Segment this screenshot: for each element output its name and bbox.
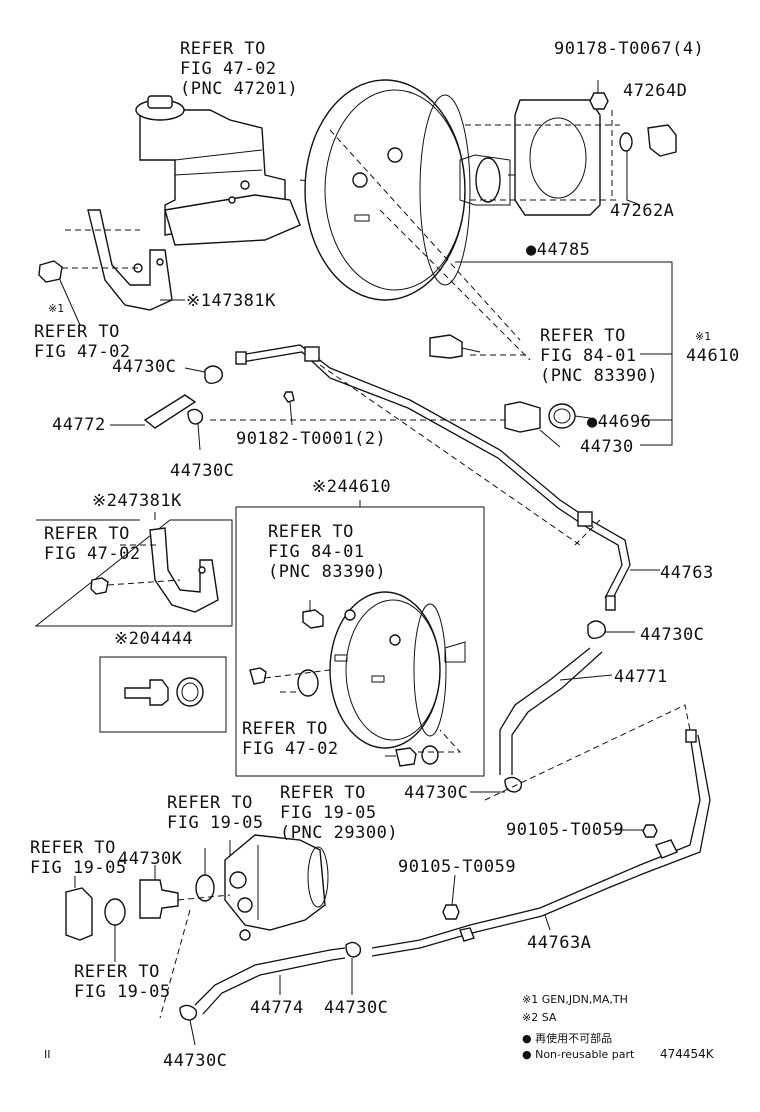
clip-44730c-a	[184, 365, 224, 385]
label-90105-a: 90105-T0059	[506, 820, 624, 840]
legend-nonreusable-en: ● Non-reusable part	[522, 1048, 635, 1061]
vacuum-pump	[195, 834, 329, 941]
label-44610-2: ※244610	[312, 477, 391, 497]
bracket-47381k-top	[38, 209, 185, 326]
refer-line-2: FIG 19-05	[280, 803, 377, 823]
footer-left-mark: II	[44, 1048, 51, 1061]
label-44774: 44774	[250, 998, 304, 1018]
hose-44763	[235, 344, 660, 611]
refer-fig8401-box: REFER TO FIG 84-01 (PNC 83390)	[268, 522, 386, 582]
label-44730k: 44730K	[118, 849, 183, 869]
refer-line-2: FIG 84-01	[268, 542, 365, 562]
label-04444: ※204444	[114, 629, 193, 649]
refer-fig4702-top: REFER TO FIG 47-02 (PNC 47201)	[180, 39, 298, 99]
label-47264d: 47264D	[623, 81, 687, 101]
refer-line-1: REFER TO	[540, 326, 626, 346]
refer-line-3: (PNC 47201)	[180, 79, 298, 99]
refer-line-1: REFER TO	[34, 322, 120, 342]
refer-fig4702-left: REFER TO FIG 47-02	[34, 322, 131, 362]
label-44696: ●44696	[587, 412, 651, 432]
label-44730c-b: 44730C	[170, 461, 234, 481]
hose-44772	[110, 391, 505, 451]
refer-fig4702-box: REFER TO FIG 47-02	[44, 524, 141, 564]
label-44772: 44772	[52, 415, 106, 435]
label-44730c-e: 44730C	[324, 998, 388, 1018]
label-47262a: 47262A	[610, 201, 674, 221]
label-44730c-d: 44730C	[404, 783, 468, 803]
label-44610-1: 44610	[686, 346, 740, 366]
label-47381k-2: ※247381K	[92, 491, 182, 511]
note1-mark-left: ※1	[48, 302, 64, 315]
refer-line-2: FIG 47-02	[180, 59, 277, 79]
refer-fig1905-d: REFER TO FIG 19-05	[74, 962, 171, 1002]
refer-line-1: REFER TO	[167, 793, 253, 813]
note1-mark-right: ※1	[695, 330, 711, 343]
refer-line-3: (PNC 83390)	[268, 562, 386, 582]
refer-line-2: FIG 84-01	[540, 346, 637, 366]
cap-and-gasket	[65, 876, 126, 962]
refer-line-3: (PNC 83390)	[540, 366, 658, 386]
refer-fig8401-top: REFER TO FIG 84-01 (PNC 83390)	[540, 326, 658, 386]
label-44730: 44730	[580, 437, 634, 457]
refer-line-1: REFER TO	[44, 524, 130, 544]
hose-44774	[179, 941, 362, 1046]
brake-booster-top	[304, 79, 531, 361]
refer-line-2: FIG 19-05	[30, 858, 127, 878]
label-44730c-a: 44730C	[112, 357, 176, 377]
refer-line-3: (PNC 29300)	[280, 823, 398, 843]
legend-nonreusable-jp: ● 再使用不可部品	[522, 1031, 612, 1045]
check-valve-top	[429, 334, 591, 448]
gasket-plate	[465, 80, 677, 216]
hose-44771	[470, 620, 635, 793]
refer-line-1: REFER TO	[180, 39, 266, 59]
label-44771: 44771	[614, 667, 668, 687]
box-04444	[99, 656, 227, 733]
refer-line-2: FIG 47-02	[242, 739, 339, 759]
label-90105-b: 90105-T0059	[398, 857, 516, 877]
legend: ※1 GEN,JDN,MA,TH ※2 SA ● 再使用不可部品 ● Non-r…	[522, 993, 635, 1061]
refer-line-1: REFER TO	[242, 719, 328, 739]
refer-line-1: REFER TO	[30, 838, 116, 858]
refer-line-2: FIG 47-02	[44, 544, 141, 564]
refer-fig4702-box2: REFER TO FIG 47-02	[242, 719, 339, 759]
label-90182: 90182-T0001(2)	[236, 429, 386, 449]
label-44785: ●44785	[526, 240, 590, 260]
label-90178: 90178-T0067(4)	[554, 39, 704, 59]
refer-line-2: FIG 47-02	[34, 342, 131, 362]
label-44763a: 44763A	[527, 933, 591, 953]
label-44763: 44763	[660, 563, 714, 583]
label-44730c-f: 44730C	[163, 1051, 227, 1071]
refer-fig1905-a: REFER TO FIG 19-05	[167, 793, 264, 833]
box-44610	[235, 500, 485, 777]
refer-fig1905-c: REFER TO FIG 19-05	[30, 838, 127, 878]
refer-line-2: FIG 19-05	[74, 982, 171, 1002]
refer-line-1: REFER TO	[280, 783, 366, 803]
fitting-44730k	[139, 865, 231, 1019]
label-44730c-c: 44730C	[640, 625, 704, 645]
hose-44763a	[371, 704, 711, 957]
legend-note1: ※1 GEN,JDN,MA,TH	[522, 993, 628, 1006]
refer-line-1: REFER TO	[268, 522, 354, 542]
refer-line-2: FIG 19-05	[167, 813, 264, 833]
label-47381k-1: ※147381K	[186, 291, 276, 311]
figure-id: 474454K	[660, 1047, 715, 1061]
box-47381k	[34, 512, 233, 627]
refer-line-1: REFER TO	[74, 962, 160, 982]
refer-fig1905-b: REFER TO FIG 19-05 (PNC 29300)	[280, 783, 398, 843]
legend-note2: ※2 SA	[522, 1011, 557, 1024]
master-cylinder	[135, 95, 346, 246]
